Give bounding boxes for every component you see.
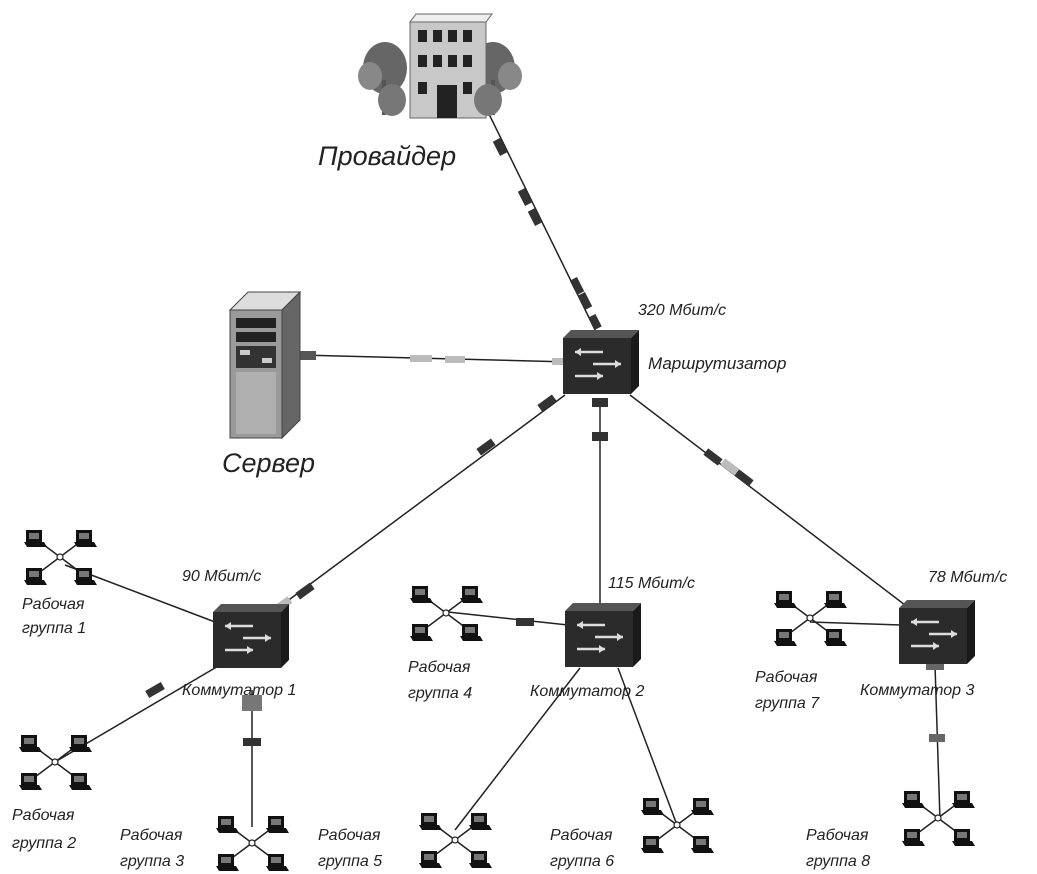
workgroup-1-label: Рабочая группа 1 [22, 596, 86, 637]
workgroup-4-label: Рабочая группа 4 [408, 659, 472, 702]
workgroup-1-icon [24, 530, 97, 585]
svg-text:группа 5: группа 5 [318, 853, 382, 870]
svg-text:Рабочая: Рабочая [318, 827, 381, 844]
workgroup-8-label: Рабочая группа 8 [806, 827, 870, 870]
link-wg7-switch3 [809, 621, 903, 626]
switch-2-speed: 115 Мбит/с [608, 575, 695, 592]
svg-text:группа 2: группа 2 [12, 835, 76, 852]
svg-text:Рабочая: Рабочая [755, 669, 818, 686]
workgroup-5-label: Рабочая группа 5 [318, 827, 382, 870]
svg-text:Рабочая: Рабочая [22, 596, 85, 613]
provider-label: Провайдер [318, 141, 456, 171]
server-tower-icon [228, 290, 302, 440]
links [54, 111, 941, 831]
workgroup-7-icon [774, 591, 847, 646]
provider-building-icon [358, 13, 522, 119]
svg-text:Рабочая: Рабочая [408, 659, 471, 676]
workgroup-2-label: Рабочая группа 2 [12, 807, 76, 852]
svg-text:группа 7: группа 7 [755, 695, 820, 712]
switch-1-speed: 90 Мбит/с [182, 568, 261, 585]
switch-3-icon [897, 598, 977, 666]
workgroup-4-icon [410, 586, 483, 641]
switch-3-speed: 78 Мбит/с [928, 569, 1007, 586]
switch-3-label: Коммутатор 3 [860, 682, 975, 699]
link-server-router [299, 354, 571, 363]
workgroup-6-icon [641, 798, 714, 853]
svg-text:Рабочая: Рабочая [120, 827, 183, 844]
link-wg8-switch3 [934, 664, 941, 821]
svg-text:Рабочая: Рабочая [550, 827, 613, 844]
link-connectors [145, 138, 945, 746]
workgroup-5-icon [419, 813, 492, 868]
switch-1-icon [211, 602, 291, 670]
svg-text:группа 8: группа 8 [806, 853, 870, 870]
switch-2-label: Коммутатор 2 [530, 683, 645, 700]
link-router-switch1 [281, 394, 566, 606]
link-wg5-switch2 [454, 667, 581, 831]
switch-2-icon [563, 601, 643, 669]
svg-text:группа 3: группа 3 [120, 853, 184, 870]
router-label: Маршрутизатор [648, 354, 786, 373]
workgroup-6-label: Рабочая группа 6 [550, 827, 614, 870]
workgroup-8-icon [902, 791, 975, 846]
workgroup-2-icon [19, 735, 92, 790]
svg-text:Рабочая: Рабочая [12, 807, 75, 824]
switch-1-label: Коммутатор 1 [182, 682, 296, 699]
workgroup-7-label: Рабочая группа 7 [755, 669, 820, 712]
link-wg4-switch2 [447, 611, 569, 626]
svg-text:группа 6: группа 6 [550, 853, 614, 870]
svg-text:группа 1: группа 1 [22, 620, 86, 637]
link-wg6-switch2 [617, 667, 678, 826]
router-icon [561, 328, 641, 396]
svg-text:Рабочая: Рабочая [806, 827, 869, 844]
router-speed: 320 Мбит/с [638, 302, 726, 319]
workgroup-3-label: Рабочая группа 3 [120, 827, 184, 870]
link-router-switch3 [629, 394, 906, 606]
svg-text:группа 4: группа 4 [408, 685, 472, 702]
server-label: Сервер [222, 448, 315, 478]
